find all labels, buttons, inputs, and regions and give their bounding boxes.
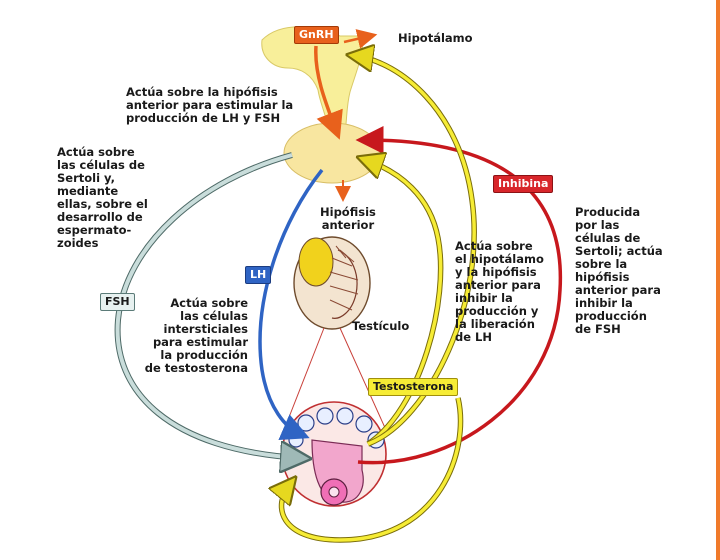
testis-drawing bbox=[293, 236, 371, 330]
seminiferous-tubule-drawing bbox=[281, 401, 387, 507]
gnrh-to-hypothalamus-arrow bbox=[343, 29, 378, 49]
lh-arrow bbox=[258, 168, 324, 440]
gnrh-to-pituitary-arrow bbox=[314, 45, 343, 140]
testiculo-label: Testículo bbox=[352, 319, 410, 333]
inhibina-action-text: Producida por las células de Sertoli; ac… bbox=[575, 205, 663, 336]
inhibina-arrow bbox=[355, 126, 563, 465]
hipotalamo-label: Hipotálamo bbox=[398, 31, 473, 45]
inhibina-label: Inhibina bbox=[493, 175, 554, 193]
lh-label: LH bbox=[245, 266, 272, 284]
fsh-label: FSH bbox=[100, 293, 135, 311]
gnrh-action-text: Actúa sobre la hipófisis anterior para e… bbox=[126, 85, 294, 125]
testosterona-to-pituitary-arrow bbox=[365, 157, 444, 447]
testosterona-action-text: Actúa sobre el hipotálamo y la hipófisis… bbox=[455, 239, 544, 344]
hipofisis-label: Hipófisis anterior bbox=[320, 205, 376, 232]
fsh-action-text: Actúa sobre las células de Sertoli y, me… bbox=[57, 145, 148, 250]
lh-action-text: Actúa sobre las células intersticiales p… bbox=[144, 296, 248, 375]
gnrh-label: GnRH bbox=[294, 26, 339, 44]
anterior-pituitary-shape bbox=[283, 122, 381, 184]
testosterona-label: Testosterona bbox=[368, 378, 459, 396]
right-edge-strip bbox=[716, 0, 720, 560]
